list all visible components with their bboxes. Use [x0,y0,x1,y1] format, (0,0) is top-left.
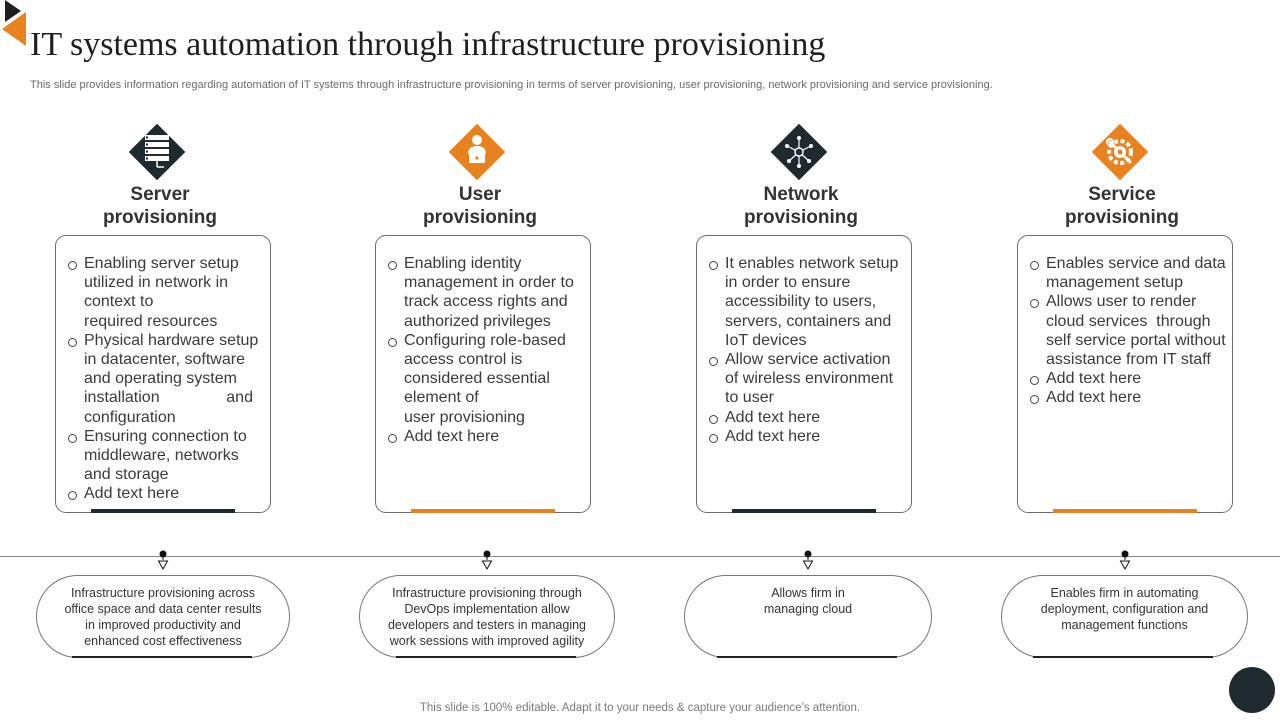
timeline-marker [481,549,493,571]
timeline-marker [157,549,169,571]
summary-text: Allows firm in managing cloud [763,586,853,616]
slide-nav-circle[interactable] [1229,667,1275,713]
footer-note: This slide is 100% editable. Adapt it to… [419,702,861,714]
summary-text: Infrastructure provisioning through DevO… [387,586,587,648]
column-title-line: provisioning [423,207,537,228]
network-icon [765,120,835,186]
bullet-item: Ensuring connection to middleware, netwo… [68,427,264,485]
bullet-card: Enabling identity management in order to… [375,235,591,513]
bullet-item: Add text here [709,408,905,427]
bullet-item: Enabling identity management in order to… [388,254,584,331]
bullet-item: Enabling server setup utilized in networ… [68,254,264,331]
bullet-card: Enables service and data management setu… [1017,235,1233,513]
column-title-line: Service [1088,184,1156,205]
bullet-item: Allow service activation of wireless env… [709,350,905,408]
timeline-marker [802,549,814,571]
column-title-line: Network [763,184,839,205]
card-accent-bar [91,509,235,513]
card-accent-bar [732,509,876,513]
bullet-item: Add text here [1030,369,1226,388]
summary-text: Enables firm in automating deployment, c… [1040,586,1209,632]
column-title: User provisioning [375,183,585,229]
summary-pill: Enables firm in automating deployment, c… [1001,575,1248,658]
bullet-item: Add text here [388,427,584,446]
bullet-card: Enabling server setup utilized in networ… [55,235,271,513]
summary-pill: Allows firm in managing cloud [684,575,932,658]
corner-arrow-decoration [2,0,26,46]
card-accent-bar [411,509,555,513]
user-icon [443,120,513,186]
column-title: Server provisioning [55,183,265,229]
summary-text: Infrastructure provisioning across offic… [64,586,262,648]
column-title-line: User [458,184,502,205]
bullet-item: Configuring role-based access control is… [388,331,584,427]
bullet-card: It enables network setup in order to ens… [696,235,912,513]
pill-accent-bar [396,656,576,658]
page-subtitle: This slide provides information regardin… [30,79,993,91]
column-title: Network provisioning [696,183,906,229]
column-title-line: Server [130,184,190,205]
summary-pill: Infrastructure provisioning across offic… [36,575,290,658]
page-title: IT systems automation through infrastruc… [30,26,826,63]
bullet-item: Enables service and data management setu… [1030,254,1226,292]
bullet-item: Add text here [1030,388,1226,407]
server-icon [123,120,193,186]
bullet-item: It enables network setup in order to ens… [709,254,905,350]
bullet-item: Add text here [68,484,264,503]
bullet-item: Physical hardware setup in datacenter, s… [68,331,264,427]
column-title: Service provisioning [1017,183,1227,229]
pill-accent-bar [72,656,252,658]
column-title-line: provisioning [744,207,858,228]
card-accent-bar [1053,509,1197,513]
summary-pill: Infrastructure provisioning through DevO… [359,575,615,658]
column-title-line: provisioning [1065,207,1179,228]
pill-accent-bar [1033,656,1213,658]
column-title-line: provisioning [103,207,217,228]
bullet-item: Allows user to render cloud services thr… [1030,292,1226,369]
service-icon [1086,120,1156,186]
timeline-line [0,556,1280,557]
pill-accent-bar [717,656,897,658]
timeline-marker [1119,549,1131,571]
bullet-item: Add text here [709,427,905,446]
